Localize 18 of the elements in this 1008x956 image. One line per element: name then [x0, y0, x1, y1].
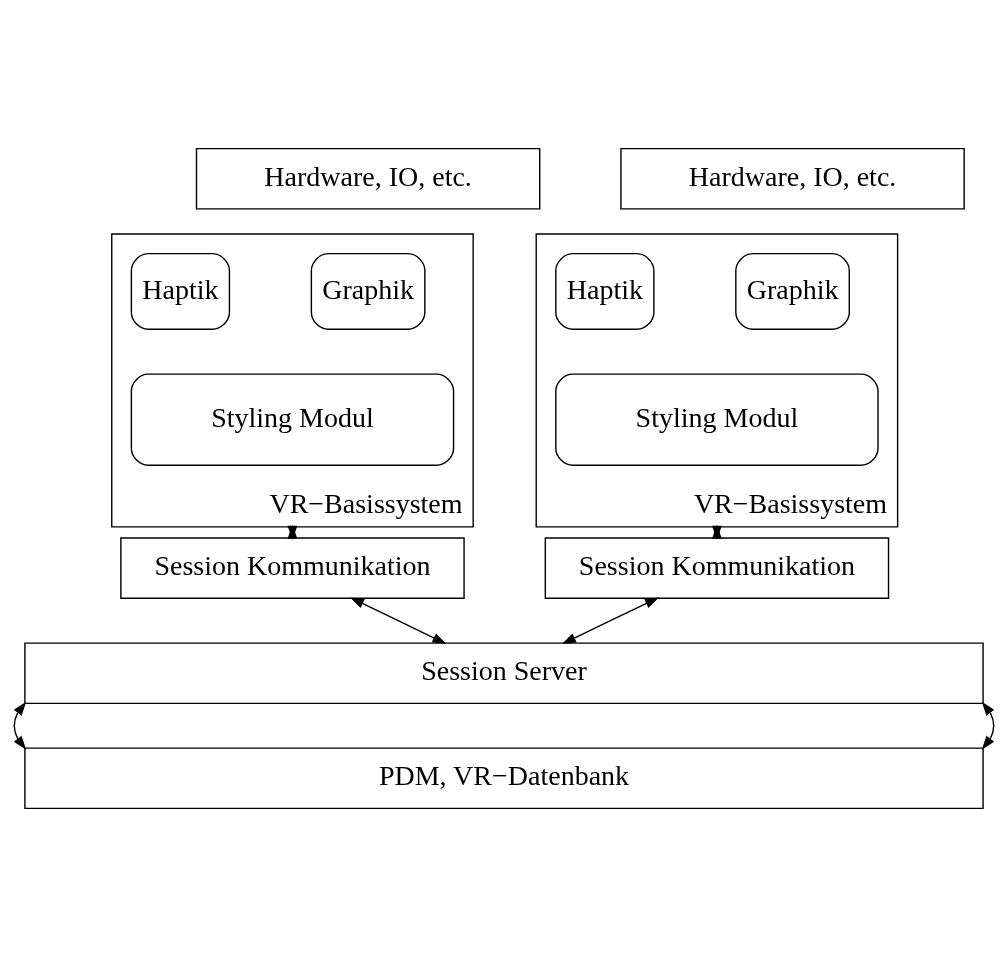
node-box: Styling Modul	[555, 372, 879, 466]
arrow	[712, 524, 722, 540]
arrow	[287, 524, 298, 540]
node-box: Haptik	[130, 252, 231, 330]
node-box: Graphik	[735, 252, 850, 330]
node-box: Hardware, IO, etc.	[195, 147, 541, 210]
arrow	[350, 596, 447, 644]
node-box: Hardware, IO, etc.	[620, 147, 965, 210]
node-box: Session Kommunikation	[120, 536, 465, 599]
arrow	[13, 701, 27, 750]
node-box: Haptik	[555, 252, 655, 330]
node-box: Session Server	[24, 641, 984, 704]
node-box: Graphik	[310, 252, 426, 330]
arrow	[561, 596, 659, 644]
node-box: Session Kommunikation	[544, 536, 890, 599]
arrow	[981, 701, 995, 750]
node-box: Styling Modul	[130, 372, 455, 466]
node-box: PDM, VR−Datenbank	[24, 746, 984, 809]
